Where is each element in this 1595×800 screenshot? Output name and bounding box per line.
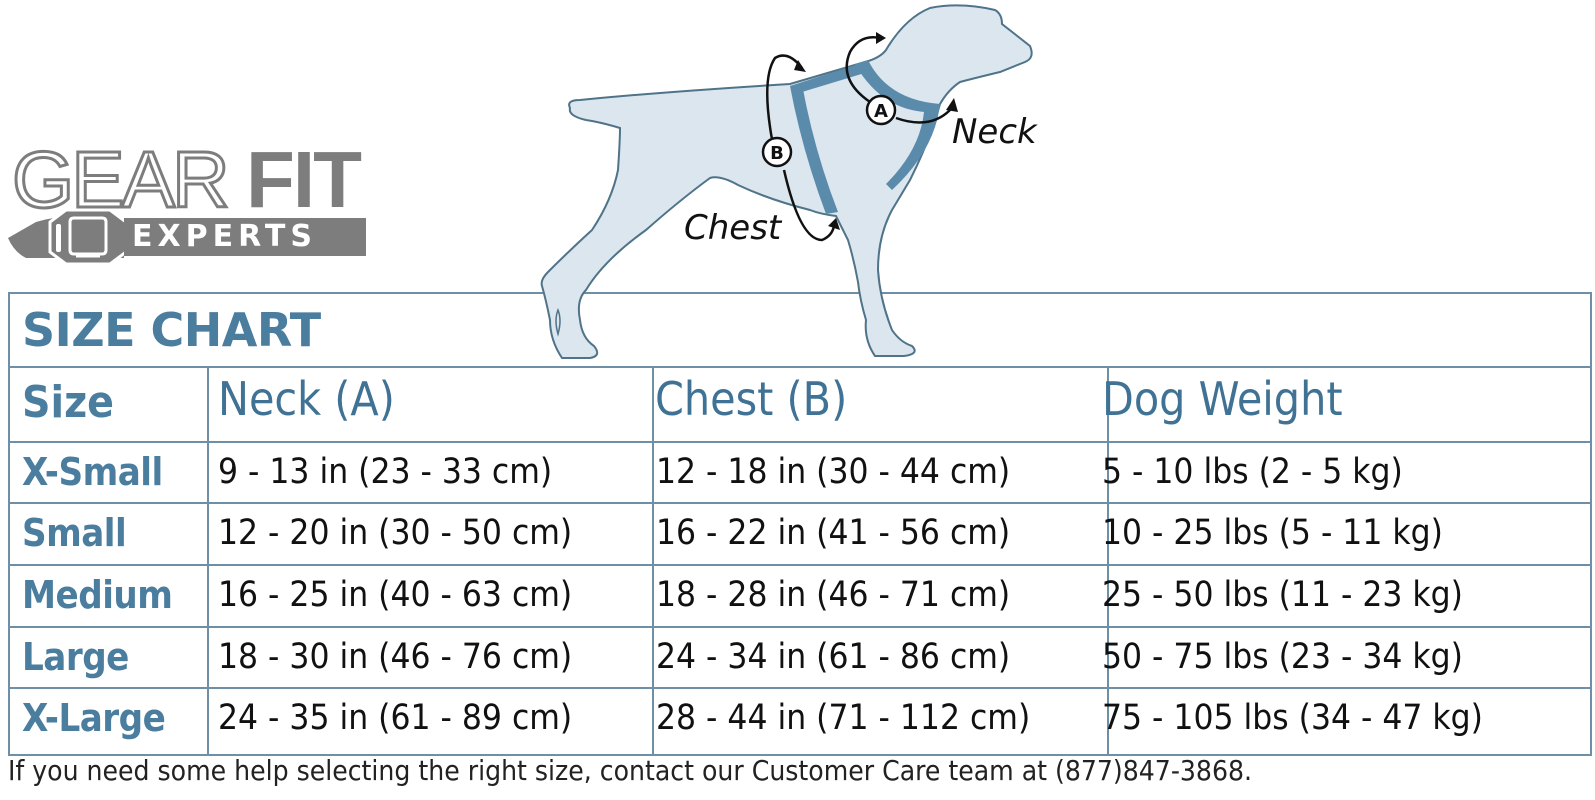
logo-word-fit: FIT: [246, 135, 362, 224]
dog-harness-illustration: B A Neck Chest: [520, 0, 1060, 370]
divider: [10, 564, 1590, 566]
weight-cell: 25 - 50 lbs (11 - 23 kg): [1102, 575, 1463, 615]
chest-cell: 16 - 22 in (41 - 56 cm): [656, 513, 1011, 553]
column-header-size: Size: [22, 377, 114, 428]
gearfit-experts-logo: GEAR FIT EXPERTS: [6, 135, 366, 265]
divider: [207, 366, 209, 754]
divider: [10, 441, 1590, 443]
weight-cell: 75 - 105 lbs (34 - 47 kg): [1102, 698, 1483, 738]
size-chart-table: SIZE CHART Size Neck (A) Chest (B) Dog W…: [8, 292, 1592, 756]
logo-word-gear: GEAR: [11, 135, 232, 224]
size-cell: X-Large: [22, 696, 166, 740]
marker-b-label: B: [770, 143, 784, 164]
marker-a-label: A: [874, 101, 888, 122]
divider: [1107, 366, 1109, 754]
column-header-chest: Chest (B): [655, 372, 848, 426]
harness-buckle-icon: [8, 208, 128, 265]
chest-cell: 18 - 28 in (46 - 71 cm): [656, 575, 1011, 615]
neck-label: Neck: [952, 112, 1037, 152]
divider: [652, 366, 654, 754]
customer-care-note: If you need some help selecting the righ…: [8, 754, 1253, 787]
divider: [10, 502, 1590, 504]
logo-word-experts: EXPERTS: [132, 219, 317, 254]
column-header-neck: Neck (A): [218, 372, 395, 426]
neck-cell: 24 - 35 in (61 - 89 cm): [218, 698, 573, 738]
size-cell: Small: [22, 511, 127, 555]
divider: [10, 687, 1590, 689]
column-header-dog-weight: Dog Weight: [1102, 372, 1343, 426]
size-cell: Medium: [22, 573, 173, 617]
size-cell: X-Small: [22, 450, 163, 494]
size-cell: Large: [22, 635, 129, 679]
table-row: X-Large 24 - 35 in (61 - 89 cm) 28 - 44 …: [10, 688, 1590, 749]
dog-silhouette-icon: B A: [540, 4, 1033, 359]
table-row: X-Small 9 - 13 in (23 - 33 cm) 12 - 18 i…: [10, 442, 1590, 503]
chest-label: Chest: [684, 208, 782, 248]
table-row: Large 18 - 30 in (46 - 76 cm) 24 - 34 in…: [10, 627, 1590, 688]
neck-cell: 9 - 13 in (23 - 33 cm): [218, 452, 553, 492]
neck-cell: 18 - 30 in (46 - 76 cm): [218, 637, 573, 677]
weight-cell: 50 - 75 lbs (23 - 34 kg): [1102, 637, 1463, 677]
chest-cell: 28 - 44 in (71 - 112 cm): [656, 698, 1031, 738]
divider: [10, 626, 1590, 628]
divider: [10, 366, 1590, 368]
neck-cell: 16 - 25 in (40 - 63 cm): [218, 575, 573, 615]
size-chart-title: SIZE CHART: [22, 303, 321, 357]
weight-cell: 5 - 10 lbs (2 - 5 kg): [1102, 452, 1403, 492]
chest-cell: 24 - 34 in (61 - 86 cm): [656, 637, 1011, 677]
table-row: Small 12 - 20 in (30 - 50 cm) 16 - 22 in…: [10, 503, 1590, 564]
neck-cell: 12 - 20 in (30 - 50 cm): [218, 513, 573, 553]
table-row: Medium 16 - 25 in (40 - 63 cm) 18 - 28 i…: [10, 565, 1590, 626]
chest-cell: 12 - 18 in (30 - 44 cm): [656, 452, 1011, 492]
logo-experts-bar: [124, 218, 366, 256]
weight-cell: 10 - 25 lbs (5 - 11 kg): [1102, 513, 1443, 553]
